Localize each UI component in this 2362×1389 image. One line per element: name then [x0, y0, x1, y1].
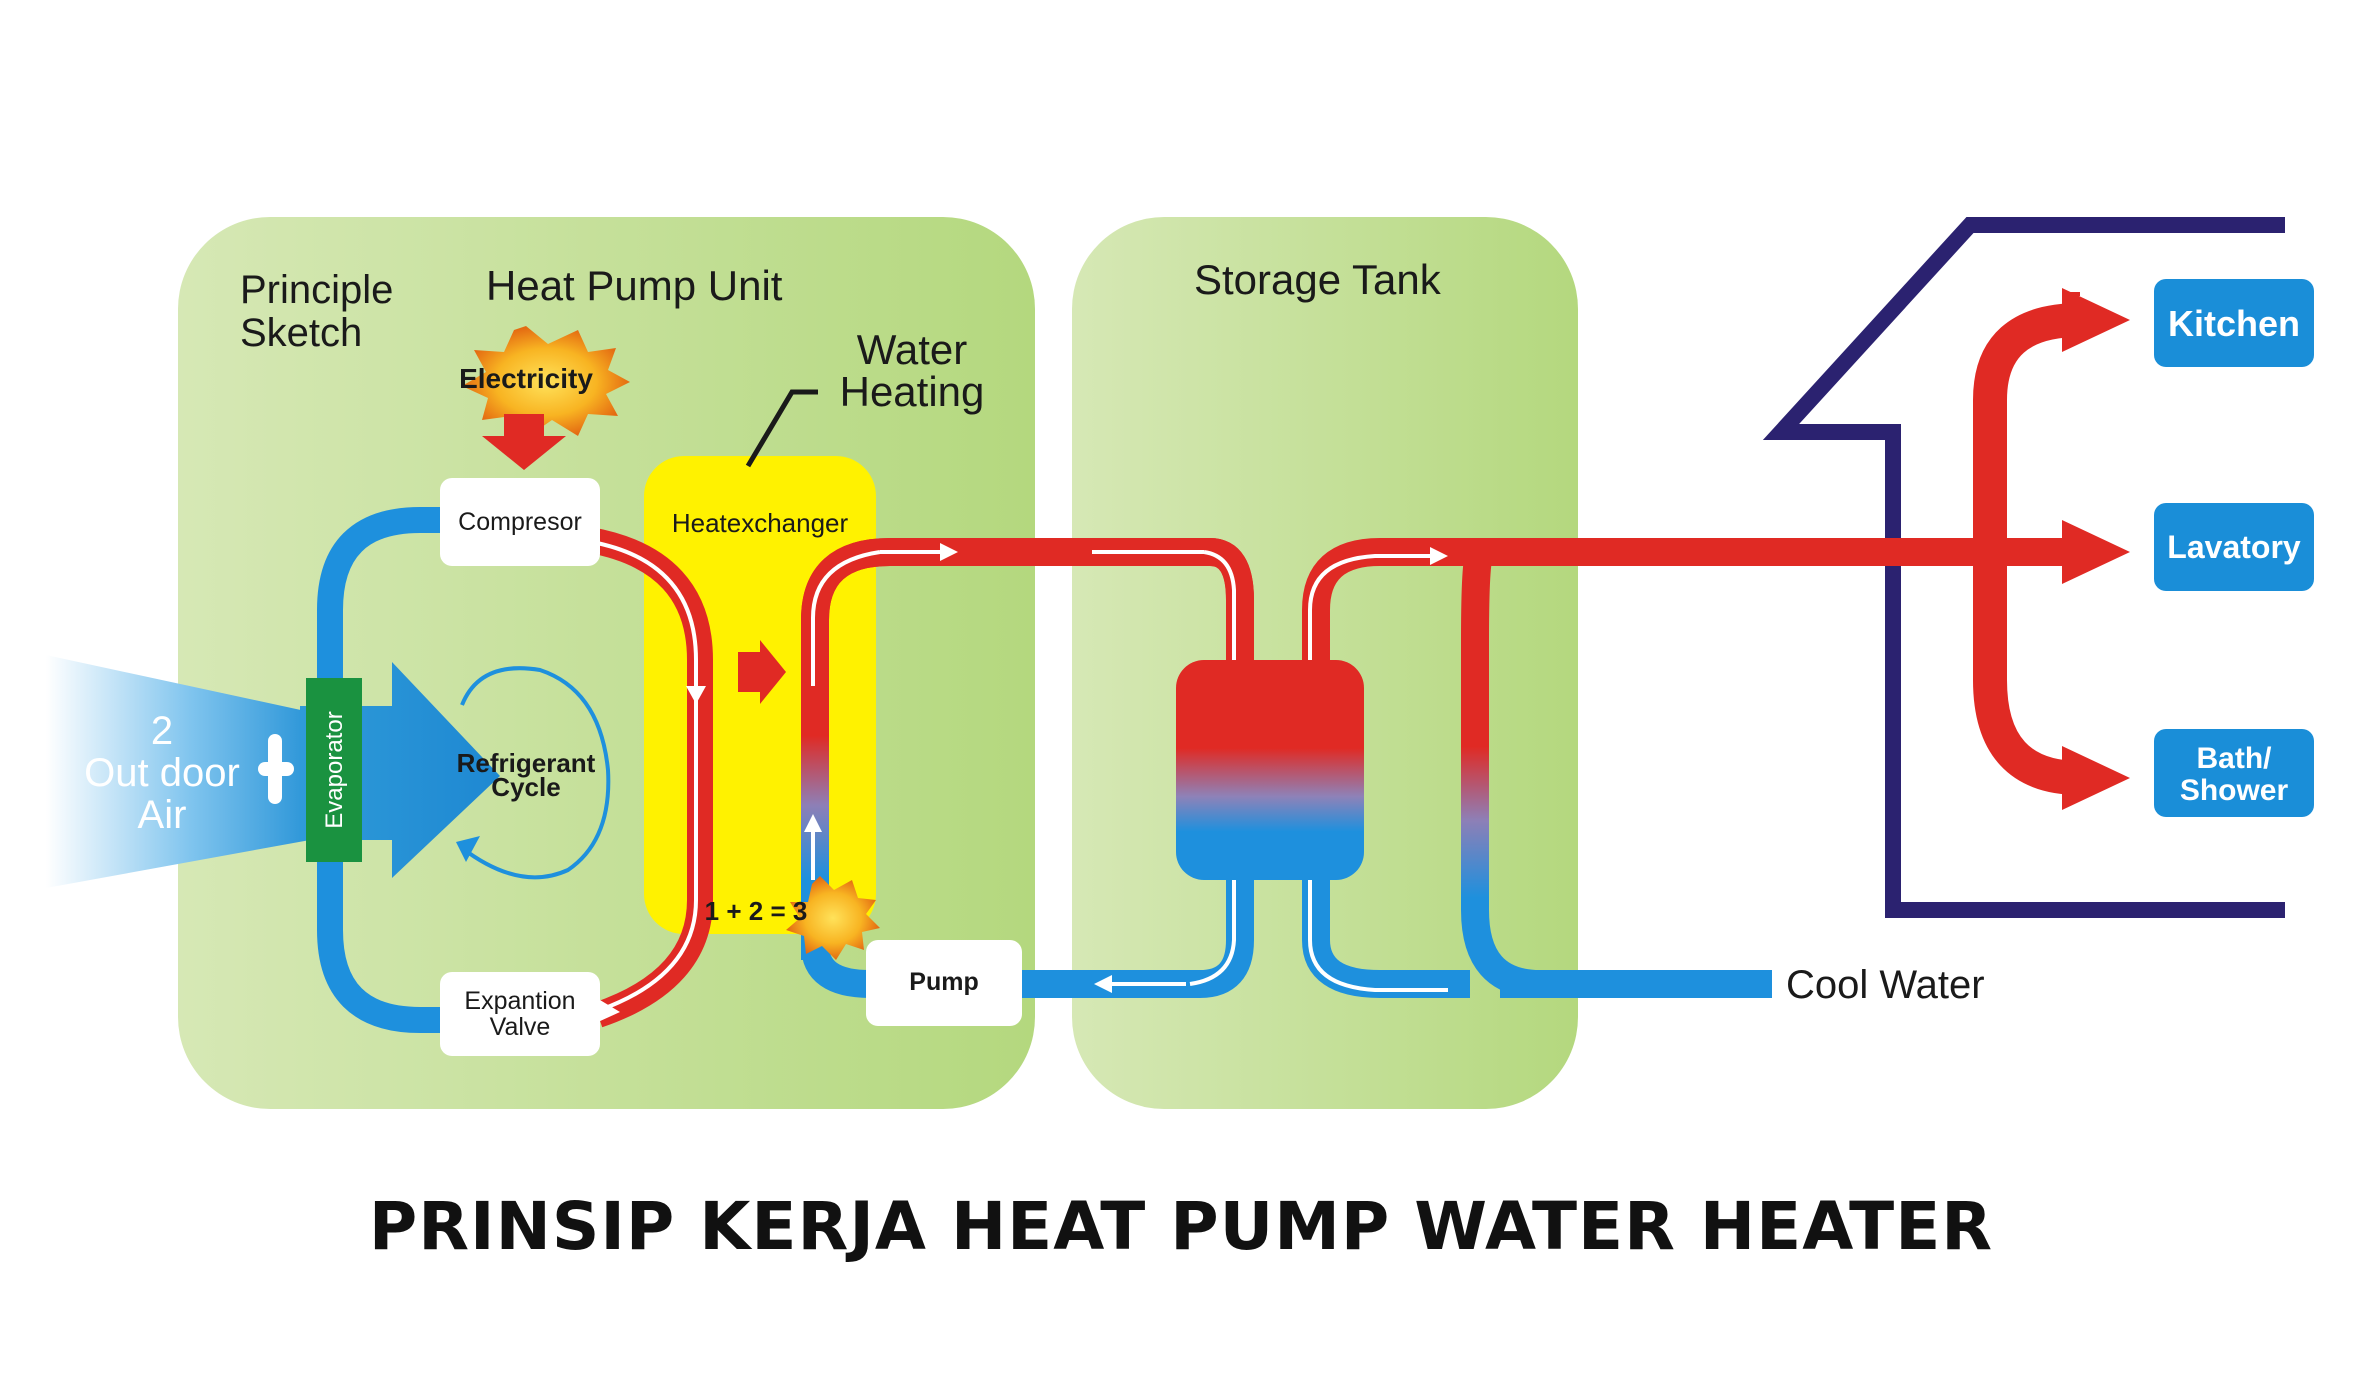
bath-shower-badge: [2154, 729, 2314, 817]
pump-return-flow-up: [1189, 870, 1236, 986]
heatexchanger-label: Heatexchanger: [672, 508, 849, 538]
principle-sketch-title-2: Sketch: [240, 311, 362, 355]
lavatory-badge: [2154, 503, 2314, 591]
kitchen-label: Kitchen: [2168, 303, 2300, 344]
lavatory-arrowhead: [2062, 520, 2130, 584]
cool-water-label: Cool Water: [1786, 963, 1985, 1007]
water-loop-flow: [811, 550, 881, 686]
lavatory-label: Lavatory: [2167, 529, 2301, 565]
flow-arrowhead-right2: [1430, 547, 1448, 565]
refrigerant-cycle-label-1: Refrigerant: [457, 748, 596, 778]
tank-cold-inlet-flow: [1308, 860, 1448, 992]
outdoor-air-label-3: Air: [138, 793, 187, 837]
principle-sketch-title-1: Principle: [240, 268, 393, 312]
flow-arrowhead-down: [686, 686, 706, 704]
water-heating-title-2: Heating: [840, 368, 985, 415]
compressor-box: [440, 478, 600, 566]
evaporator-bar: [306, 678, 362, 862]
flow-arrowhead-right: [940, 543, 958, 561]
expansion-valve-box: [440, 972, 600, 1056]
kitchen-badge: [2154, 279, 2314, 367]
expansion-valve-label-2: Valve: [490, 1013, 551, 1041]
bath-arrowhead: [2062, 746, 2130, 810]
refrigerant-hot-flow: [591, 540, 698, 1012]
water-heating-title-1: Water: [857, 326, 967, 373]
electricity-burst: [462, 326, 630, 438]
pump-box: [866, 940, 1022, 1026]
refrigerant-cycle-loop: [460, 666, 611, 880]
outdoor-air-label-1: 2: [151, 709, 173, 753]
distribution-manifold: [1973, 303, 2081, 795]
outdoor-air-beam: [46, 655, 310, 888]
outdoor-air-label-2: Out door: [84, 751, 240, 795]
house-outline: [1762, 217, 2285, 918]
water-loop-flow-down: [1203, 550, 1236, 660]
equation-label: 1 + 2 = 3: [705, 896, 808, 926]
pump-label: Pump: [909, 968, 978, 996]
compressor-label: Compresor: [458, 508, 582, 536]
flow-arrowhead-left: [1094, 975, 1112, 993]
refrigerant-cycle-label-2: Cycle: [491, 772, 560, 802]
flow-arrowhead-valve: [598, 1000, 620, 1022]
bath-shower-label-2: Shower: [2180, 774, 2289, 807]
bath-shower-label-1: Bath/: [2197, 742, 2273, 775]
storage-tank-title: Storage Tank: [1194, 256, 1442, 303]
heat-pump-unit-title: Heat Pump Unit: [486, 262, 783, 309]
expansion-valve-label-1: Expantion: [464, 987, 575, 1015]
pump-return-pipe: [1010, 860, 1254, 998]
plus-sign-h: [258, 762, 294, 776]
refrigerant-cycle-arrowhead: [456, 836, 480, 862]
flow-arrowhead-up: [804, 814, 822, 832]
heat-transfer-arrow: [738, 640, 786, 704]
page-caption: PRINSIP KERJA HEAT PUMP WATER HEATER: [368, 1188, 1994, 1265]
water-heating-pointer: [745, 389, 818, 468]
tank-cold-inlet: [1302, 860, 1470, 998]
tank-hot-outlet-flow: [1308, 554, 1432, 668]
evaporator-label: Evaporator: [321, 711, 348, 828]
storage-tank-vessel: [1176, 660, 1364, 880]
equation-burst: [786, 876, 880, 960]
kitchen-arrowhead: [2062, 288, 2130, 352]
electricity-arrow: [482, 414, 566, 470]
electricity-label: Electricity: [459, 363, 593, 394]
